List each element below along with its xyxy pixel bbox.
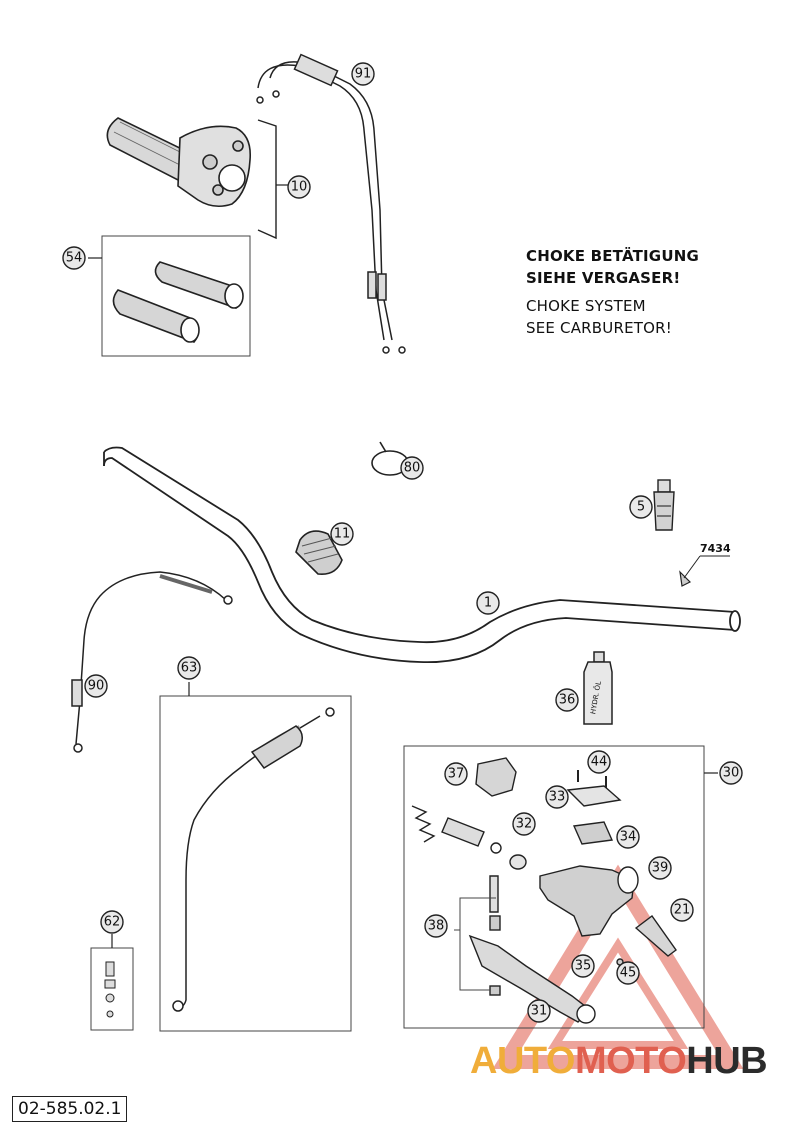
throttle-cable xyxy=(256,53,406,354)
watermark-part2: MOTO xyxy=(574,1040,687,1082)
callout-36: 36 xyxy=(555,688,579,712)
svg-text:32: 32 xyxy=(516,817,533,832)
svg-text:35: 35 xyxy=(575,959,592,974)
throttle-grip xyxy=(106,117,252,208)
svg-text:54: 54 xyxy=(66,251,83,266)
svg-text:30: 30 xyxy=(723,766,740,781)
svg-text:5: 5 xyxy=(637,500,645,515)
cable-box-63 xyxy=(159,695,352,1032)
grips-box xyxy=(101,235,251,357)
note-de-line2: SIEHE VERGASER! xyxy=(526,269,681,287)
callout-80: 80 xyxy=(400,456,424,480)
bracket-10 xyxy=(257,119,277,240)
parts-box-62 xyxy=(90,947,134,1031)
bracket-38 xyxy=(454,897,496,991)
svg-text:1: 1 xyxy=(484,596,492,611)
watermark-part3: HUB xyxy=(686,1040,768,1082)
callout-35: 35 xyxy=(571,954,595,978)
svg-text:10: 10 xyxy=(291,180,308,195)
callout-34: 34 xyxy=(616,825,640,849)
svg-text:63: 63 xyxy=(181,661,198,676)
callout-44: 44 xyxy=(587,750,611,774)
svg-text:34: 34 xyxy=(620,830,637,845)
svg-text:31: 31 xyxy=(531,1004,548,1019)
svg-text:38: 38 xyxy=(428,919,445,934)
svg-text:37: 37 xyxy=(448,767,465,782)
hot-start-cable xyxy=(172,707,335,1012)
svg-text:36: 36 xyxy=(559,693,576,708)
callout-63: 63 xyxy=(177,656,201,680)
callout-45: 45 xyxy=(616,961,640,985)
svg-text:45: 45 xyxy=(620,966,637,981)
note-de-line1: CHOKE BETÄTIGUNG xyxy=(526,247,699,265)
bar-pad xyxy=(295,530,343,576)
callout-31: 31 xyxy=(527,999,551,1023)
note-en-line1: CHOKE SYSTEM xyxy=(526,297,646,315)
callout-11: 11 xyxy=(330,522,354,546)
clutch-cable xyxy=(71,571,233,753)
svg-text:33: 33 xyxy=(549,790,566,805)
svg-text:21: 21 xyxy=(674,903,691,918)
watermark-triangle xyxy=(492,864,744,1069)
svg-text:44: 44 xyxy=(591,755,608,770)
callout-39: 39 xyxy=(648,856,672,880)
callout-33: 33 xyxy=(545,785,569,809)
watermark-part1: AUTO xyxy=(470,1040,575,1082)
svg-text:90: 90 xyxy=(88,679,105,694)
note-en-line2: SEE CARBURETOR! xyxy=(526,319,672,337)
callout-38: 38 xyxy=(424,914,448,938)
master-cylinder-box xyxy=(403,745,705,1029)
callout-30: 30 xyxy=(719,761,743,785)
handlebar xyxy=(103,446,741,664)
svg-text:80: 80 xyxy=(404,461,421,476)
document-code: 02-585.02.1 xyxy=(12,1096,128,1122)
hydraulic-oil-bottle xyxy=(583,651,613,725)
handlebar-grips xyxy=(112,261,244,343)
callout-90: 90 xyxy=(84,674,108,698)
callout-5: 5 xyxy=(629,495,653,519)
svg-text:62: 62 xyxy=(104,915,121,930)
callout-1: 1 xyxy=(476,591,500,615)
part-number-7434: 7434 xyxy=(700,542,731,555)
svg-text:11: 11 xyxy=(334,527,351,542)
callout-32: 32 xyxy=(512,812,536,836)
handlebar-plug xyxy=(679,555,730,587)
watermark-text: AUTOMOTOHUB xyxy=(470,1040,768,1083)
callout-54: 54 xyxy=(62,246,86,270)
hot-start-small-parts xyxy=(104,961,116,1018)
grease-tube xyxy=(653,479,675,531)
callout-37: 37 xyxy=(444,762,468,786)
master-cylinder-parts xyxy=(411,757,677,1024)
callout-21: 21 xyxy=(670,898,694,922)
svg-text:91: 91 xyxy=(355,67,372,82)
callout-62: 62 xyxy=(100,910,124,934)
callout-91: 91 xyxy=(351,62,375,86)
callout-10: 10 xyxy=(287,175,311,199)
svg-text:39: 39 xyxy=(652,861,669,876)
